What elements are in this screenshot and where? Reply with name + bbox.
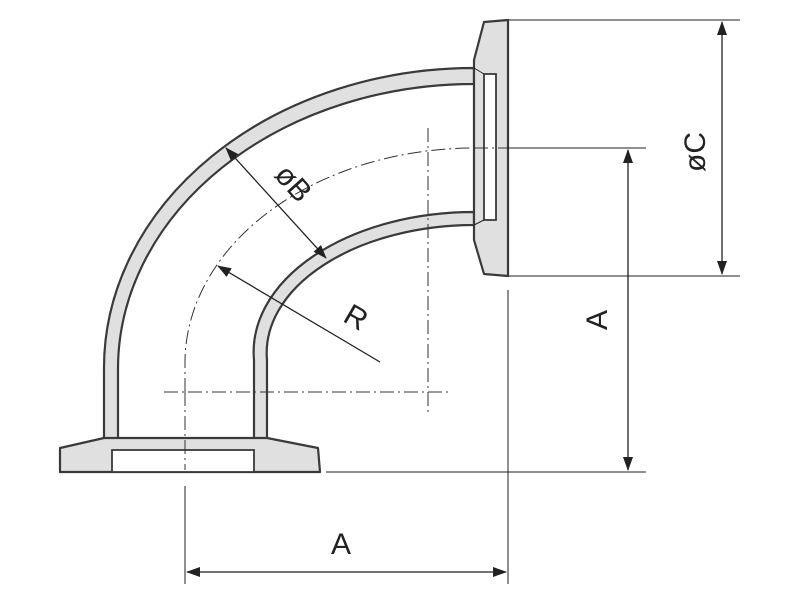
label-a-horizontal: A — [331, 528, 351, 561]
elbow-body — [102, 66, 476, 442]
label-r: R — [338, 298, 373, 337]
top-flange-bore — [483, 73, 497, 221]
dim-b-line — [225, 147, 327, 259]
top-flange-edge-lower — [473, 219, 485, 226]
bend-centerline — [184, 147, 475, 392]
bottom-flange-bore — [111, 449, 255, 473]
elbow-inner-wall — [252, 210, 476, 442]
label-a-vertical: A — [581, 310, 614, 330]
dim-r-line — [217, 265, 381, 363]
label-c: øC — [679, 132, 712, 172]
label-b: øB — [268, 158, 318, 209]
top-flange-edge — [473, 67, 485, 75]
